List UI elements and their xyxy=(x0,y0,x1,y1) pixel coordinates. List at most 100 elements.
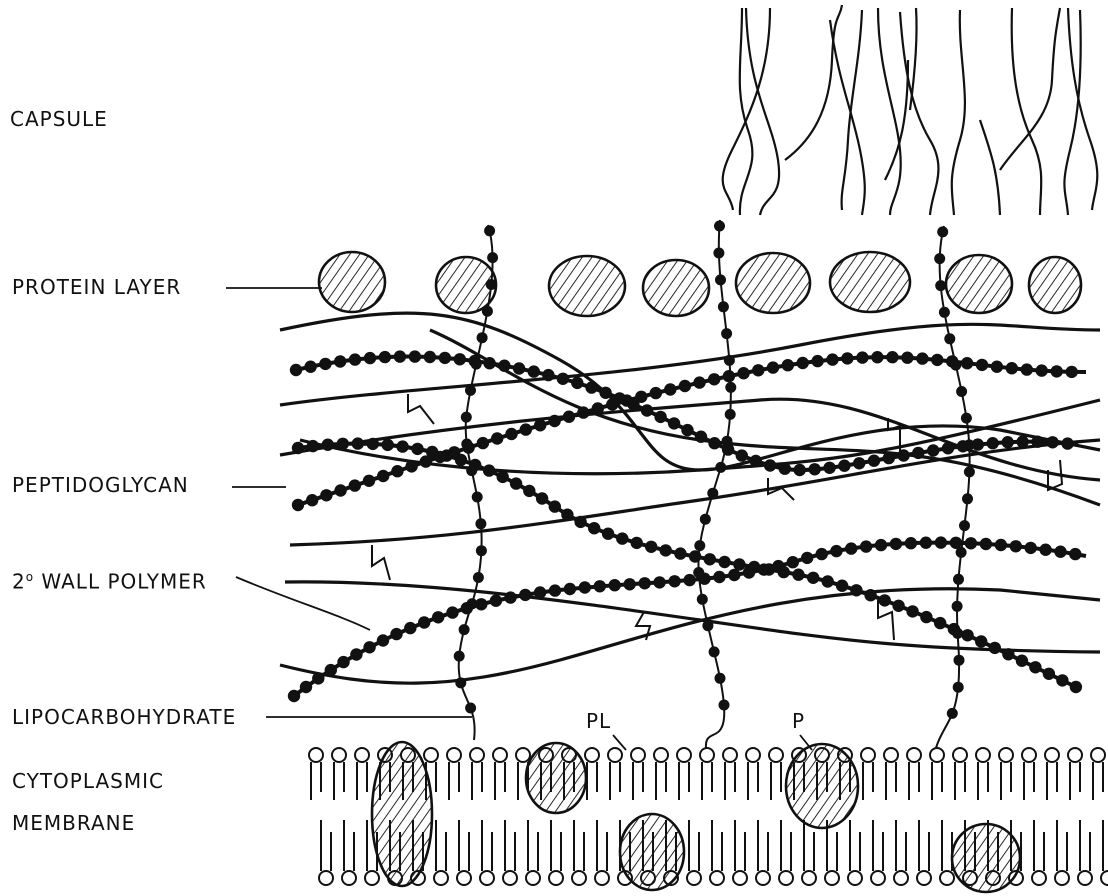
lipid-head xyxy=(825,871,839,885)
lipid-head xyxy=(654,748,668,762)
lipocarbohydrate-bead xyxy=(956,547,967,558)
wall-polymer-bead xyxy=(1016,655,1028,667)
wall-polymer-bead xyxy=(519,589,531,601)
wall-polymer-bead xyxy=(574,516,586,528)
lipid-head xyxy=(779,871,793,885)
wall-polymer-bead xyxy=(1016,436,1028,448)
wall-polymer-degree: o xyxy=(26,570,34,584)
wall-polymer-bead xyxy=(752,364,764,376)
wall-polymer-bead xyxy=(579,581,591,593)
phospholipid xyxy=(861,748,875,800)
wall-polymer-bead xyxy=(592,402,604,414)
phospholipid xyxy=(710,820,724,885)
lipocarbohydrate-bead xyxy=(962,493,973,504)
lipocarbohydrate-bead xyxy=(935,280,946,291)
wall-polymer-bead xyxy=(750,455,762,467)
wall-polymer-bead xyxy=(513,362,525,374)
lipocarbohydrate-bead xyxy=(467,598,478,609)
wall-polymer-bead xyxy=(491,432,503,444)
phospholipid xyxy=(493,748,507,800)
protein-globule xyxy=(643,260,709,316)
wall-polymer-bead xyxy=(319,358,331,370)
phospholipid xyxy=(608,748,622,800)
lipocarbohydrate-bead xyxy=(694,540,705,551)
phospholipid xyxy=(549,820,563,885)
wall-polymer-rest: WALL POLYMER xyxy=(34,570,207,594)
wall-polymer-bead xyxy=(886,351,898,363)
phospholipid xyxy=(355,748,369,800)
wall-polymer-bead xyxy=(420,455,432,467)
wall-polymer-bead xyxy=(394,350,406,362)
wall-polymer-bead xyxy=(390,628,402,640)
lipocarbohydrate-bead xyxy=(718,301,729,312)
lipocarbohydrate-bead xyxy=(713,248,724,259)
wall-polymer-bead xyxy=(409,350,421,362)
wall-polymer-bead xyxy=(668,417,680,429)
wall-polymer-bead xyxy=(801,552,813,564)
wall-polymer-bead xyxy=(290,364,302,376)
capsule-fibre xyxy=(878,8,901,215)
lipid-head xyxy=(493,748,507,762)
lipocarbohydrate-bead xyxy=(952,628,963,639)
lipid-head xyxy=(319,871,333,885)
wall-polymer-bead xyxy=(639,577,651,589)
wall-polymer-bead xyxy=(995,539,1007,551)
wall-polymer-bead xyxy=(439,352,451,364)
wall-polymer-bead xyxy=(875,539,887,551)
lipid-head xyxy=(608,748,622,762)
phospholipid xyxy=(309,748,323,800)
phospholipid xyxy=(332,748,346,800)
wall-polymer-bead xyxy=(337,656,349,668)
capsule-fibre xyxy=(910,8,917,110)
wall-polymer-bead xyxy=(624,578,636,590)
leader-line xyxy=(236,577,370,630)
phospholipid xyxy=(631,748,645,800)
wall-polymer-bead xyxy=(864,589,876,601)
phospholipid xyxy=(572,820,586,885)
wall-polymer-bead xyxy=(609,579,621,591)
phospholipid xyxy=(526,820,540,885)
phospholipid xyxy=(447,748,461,800)
wall-polymer-bead xyxy=(391,465,403,477)
wall-polymer-bead xyxy=(961,357,973,369)
lipid-head xyxy=(907,748,921,762)
label-pl: PL xyxy=(586,706,611,736)
lipocarbohydrate-bead xyxy=(939,307,950,318)
phospholipid xyxy=(999,748,1013,800)
wall-polymer-bead xyxy=(868,455,880,467)
wall-polymer-bead xyxy=(561,509,573,521)
wall-polymer-prefix: 2 xyxy=(12,570,26,594)
lipid-head xyxy=(342,871,356,885)
phospholipid xyxy=(802,820,816,885)
lipid-head xyxy=(503,871,517,885)
wall-polymer-bead xyxy=(845,542,857,554)
wall-polymer-bead xyxy=(448,446,460,458)
lipid-head xyxy=(848,871,862,885)
wall-polymer-bead xyxy=(549,500,561,512)
wall-polymer-bead xyxy=(320,489,332,501)
wall-polymer-bead xyxy=(1002,436,1014,448)
phospholipid xyxy=(434,820,448,885)
label-wall-polymer: 2o WALL POLYMER xyxy=(12,562,207,597)
wall-polymer-bead xyxy=(860,540,872,552)
protein-globule xyxy=(736,253,810,313)
lipocarbohydrate-bead xyxy=(461,412,472,423)
capsule-fibre xyxy=(980,120,1000,215)
wall-polymer-bead xyxy=(585,381,597,393)
membrane-protein xyxy=(620,814,684,890)
wall-polymer-bead xyxy=(349,353,361,365)
wall-polymer-bead xyxy=(809,463,821,475)
wall-polymer-bead xyxy=(758,563,770,575)
phospholipid xyxy=(871,820,885,885)
wall-polymer-bead xyxy=(991,361,1003,373)
phospholipid xyxy=(1055,820,1069,885)
lipocarbohydrate-bead xyxy=(459,624,470,635)
protein-layer xyxy=(319,252,1081,316)
lipocarbohydrate-bead xyxy=(953,574,964,585)
wall-polymer-bead xyxy=(664,383,676,395)
wall-polymer-bead xyxy=(432,611,444,623)
wall-polymer-bead xyxy=(935,536,947,548)
wall-polymer-bead xyxy=(571,377,583,389)
label-p: P xyxy=(792,706,805,736)
